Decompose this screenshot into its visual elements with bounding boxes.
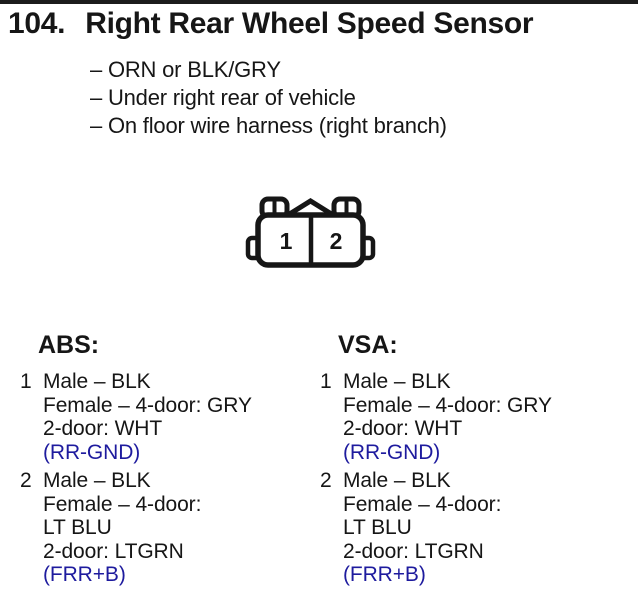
- pin-wire-line: 2-door: LTGRN: [43, 539, 184, 563]
- abs-pin-2: 2 Male – BLK Female – 4-door: LT BLU 2-d…: [20, 469, 320, 587]
- note-wire-colors: – ORN or BLK/GRY: [90, 57, 281, 82]
- pin-wire-line: Male – BLK: [43, 469, 151, 492]
- pin-wire-line: 2-door: LTGRN: [343, 539, 484, 563]
- pin-number: 1: [20, 370, 32, 393]
- pin-wire-line: 2-door: WHT: [43, 417, 163, 440]
- pin-wire-line: Female – 4-door:: [43, 492, 202, 516]
- column-header-abs: ABS:: [38, 331, 100, 359]
- vsa-pin-1: 1 Male – BLK Female – 4-door: GRY 2-door…: [320, 370, 620, 464]
- pin-number: 2: [20, 469, 32, 492]
- vsa-pin-2: 2 Male – BLK Female – 4-door: LT BLU 2-d…: [320, 469, 620, 587]
- abs-pin-1: 1 Male – BLK Female – 4-door: GRY 2-door…: [20, 370, 320, 464]
- pin-details: Male – BLK Female – 4-door: LT BLU 2-doo…: [43, 469, 320, 587]
- connector-diagram: 1 2: [245, 196, 376, 268]
- pin-wire-line: 2-door: WHT: [343, 417, 463, 440]
- pin-wire-line: Male – BLK: [343, 370, 451, 393]
- pin-number: 2: [320, 469, 332, 492]
- pin-details: Male – BLK Female – 4-door: GRY 2-door: …: [343, 370, 620, 464]
- note-harness: – On floor wire harness (right branch): [90, 113, 447, 138]
- pin-number: 1: [320, 370, 332, 393]
- note-location: – Under right rear of vehicle: [90, 85, 356, 110]
- pin-wire-line: Male – BLK: [343, 469, 451, 492]
- notes-list: – ORN or BLK/GRY – Under right rear of v…: [90, 56, 447, 140]
- column-vsa: VSA: 1 Male – BLK Female – 4-door: GRY 2…: [320, 332, 620, 591]
- signal-name: (FRR+B): [343, 563, 426, 586]
- section-title: Right Rear Wheel Speed Sensor: [85, 7, 534, 40]
- top-edge-rule: [0, 0, 638, 4]
- cavity-2-label: 2: [330, 228, 343, 254]
- pin-wire-line: LT BLU: [43, 516, 112, 539]
- pin-wire-line: Male – BLK: [43, 370, 151, 393]
- cavity-1-label: 1: [280, 228, 293, 254]
- pin-wire-line: Female – 4-door: GRY: [43, 393, 252, 417]
- section-number: 104.: [8, 7, 66, 40]
- pin-details: Male – BLK Female – 4-door: GRY 2-door: …: [43, 370, 320, 464]
- column-abs: ABS: 1 Male – BLK Female – 4-door: GRY 2…: [20, 332, 320, 591]
- page-title: 104. Right Rear Wheel Speed Sensor: [8, 7, 534, 41]
- signal-name: (RR-GND): [343, 440, 441, 464]
- signal-name: (RR-GND): [43, 440, 141, 464]
- signal-name: (FRR+B): [43, 563, 126, 586]
- pin-wire-line: Female – 4-door:: [343, 492, 502, 516]
- column-header-vsa: VSA:: [338, 331, 398, 359]
- pin-wire-line: Female – 4-door: GRY: [343, 393, 552, 417]
- pin-wire-line: LT BLU: [343, 516, 412, 539]
- pin-details: Male – BLK Female – 4-door: LT BLU 2-doo…: [343, 469, 620, 587]
